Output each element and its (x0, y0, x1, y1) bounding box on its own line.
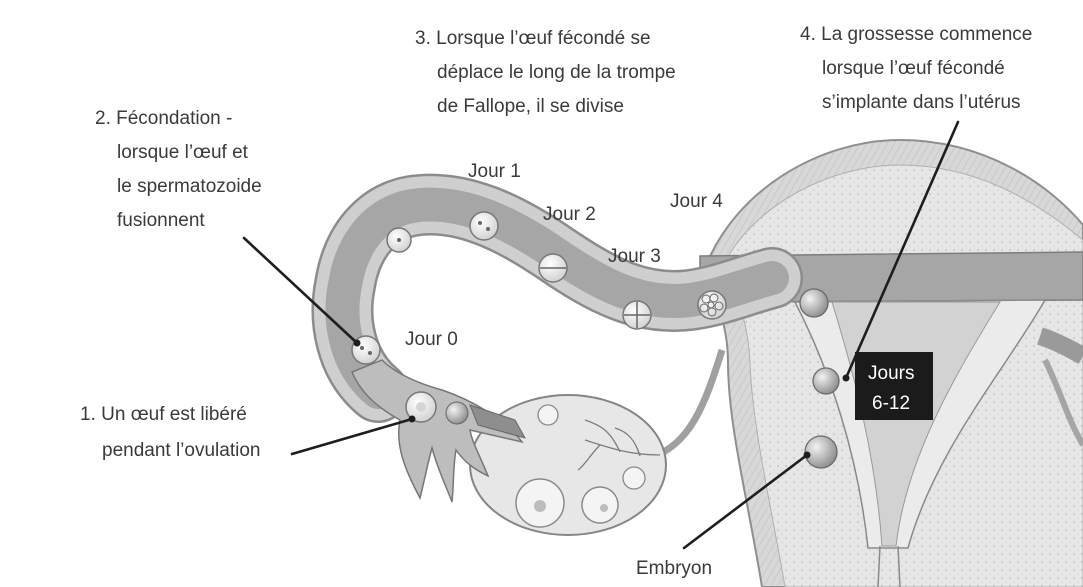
follicle (538, 405, 558, 425)
leader-implantation-dot (843, 375, 850, 382)
step-4-line-1: 4. La grossesse commence (800, 24, 1032, 45)
zygote-day-1b (470, 212, 498, 240)
leader-fertilization-dot (354, 340, 361, 347)
follicle (534, 500, 546, 512)
step-4-line-3: s’implante dans l’utérus (822, 92, 1021, 113)
step-3-line-1: 3. Lorsque l’œuf fécondé se (415, 28, 651, 49)
day-1-label: Jour 1 (468, 161, 521, 182)
follicle (600, 504, 608, 512)
implantation-badge: Jours 6-12 (855, 352, 933, 420)
step-1-line-1: 1. Un œuf est libéré (80, 404, 247, 425)
step-2-line-3: le spermatozoide (117, 176, 262, 197)
follicle (582, 487, 618, 523)
caption-step-2: 2. Fécondation - lorsque l’œuf et le spe… (95, 108, 262, 231)
embryo-label: Embryon (636, 558, 712, 579)
two-cell-day-2 (539, 254, 567, 282)
caption-step-4: 4. La grossesse commence lorsque l’œuf f… (800, 24, 1032, 113)
implanting-blastocyst (813, 368, 839, 394)
implantation-badge-line-2: 6-12 (872, 393, 910, 414)
zygote-day-1a (387, 228, 411, 252)
follicle (623, 467, 645, 489)
leader-embryo-dot (804, 452, 811, 459)
step-1-line-2: pendant l’ovulation (102, 440, 260, 461)
leader-ovulation-dot (409, 416, 416, 423)
day-2-label: Jour 2 (543, 204, 596, 225)
step-2-line-1: 2. Fécondation - (95, 108, 232, 129)
step-2-line-2: lorsque l’œuf et (117, 142, 249, 163)
caption-step-1: 1. Un œuf est libéré pendant l’ovulation (80, 404, 260, 461)
morula-day-4 (698, 291, 726, 319)
leader-ovulation (292, 419, 412, 454)
ovary (470, 350, 722, 535)
day-0-label: Jour 0 (405, 329, 458, 350)
day-3-label: Jour 3 (608, 246, 661, 267)
implantation-badge-line-1: Jours (868, 363, 914, 384)
step-3-line-3: de Fallope, il se divise (437, 96, 624, 117)
step-2-line-4: fusionnent (117, 210, 205, 231)
blastocyst (800, 289, 828, 317)
egg-in-transit (446, 402, 468, 424)
step-4-line-2: lorsque l’œuf fécondé (822, 58, 1005, 79)
step-3-line-2: déplace le long de la trompe (437, 62, 676, 83)
embryo (805, 436, 837, 468)
four-cell-day-3 (623, 301, 651, 329)
day-4-label: Jour 4 (670, 191, 723, 212)
caption-step-3: 3. Lorsque l’œuf fécondé se déplace le l… (415, 28, 676, 117)
